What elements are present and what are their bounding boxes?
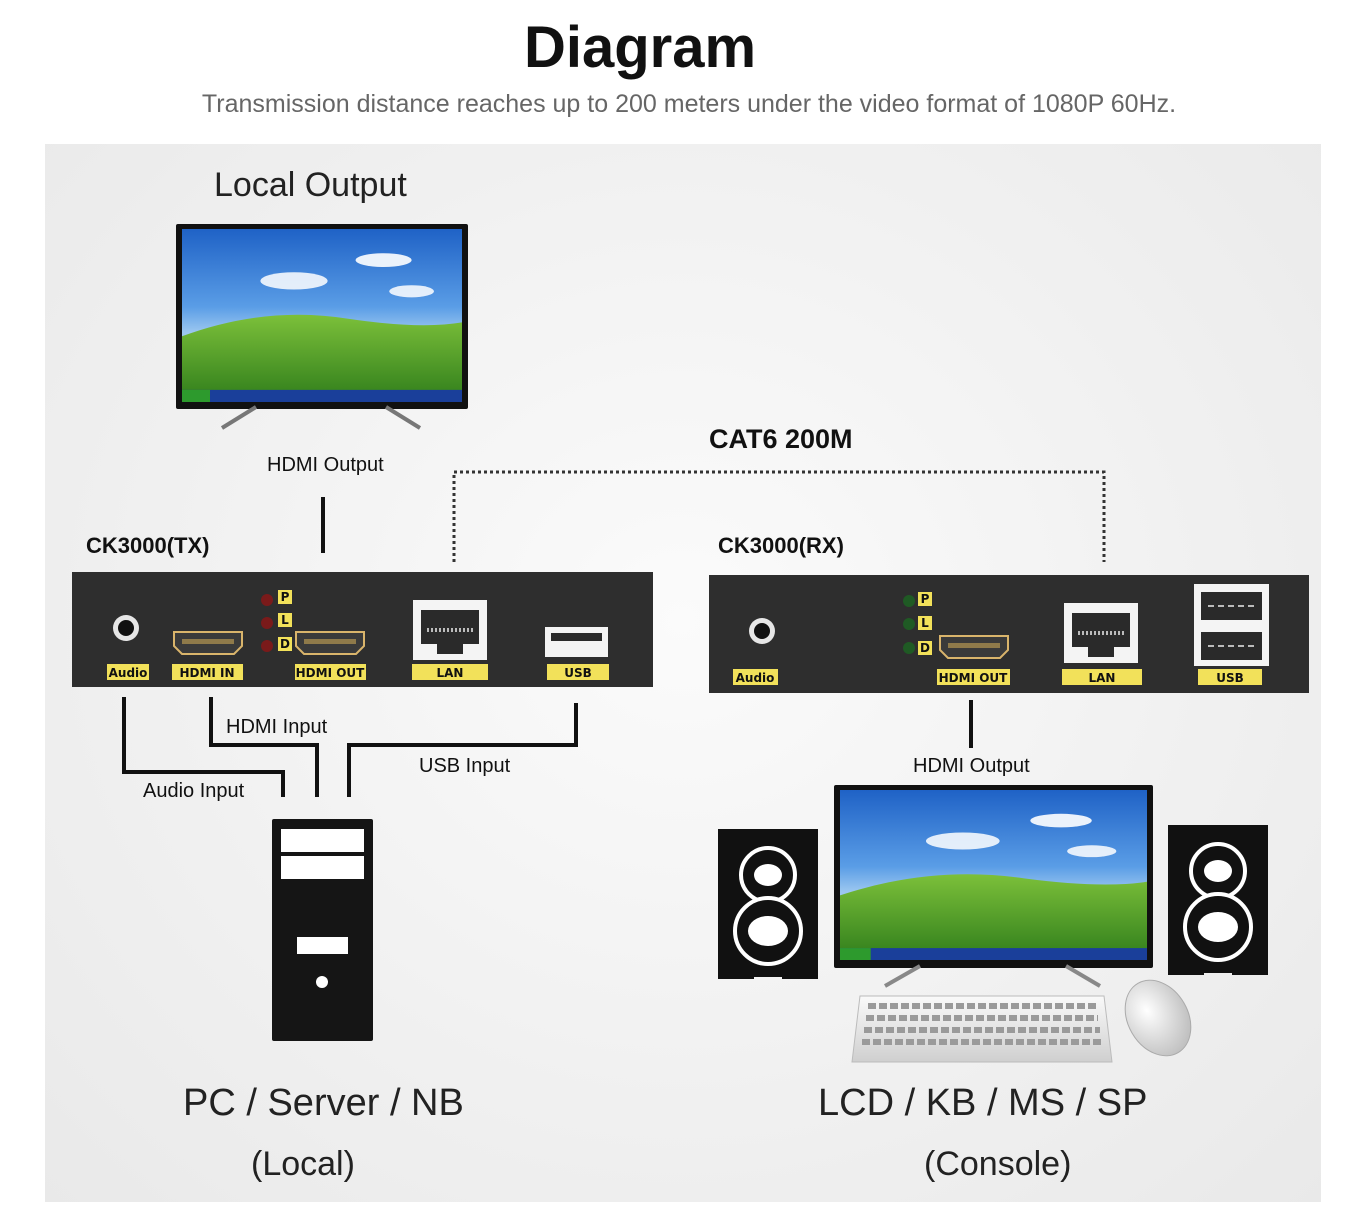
hdmi-input-label: HDMI Input — [226, 716, 328, 738]
cable-label: CAT6 200M — [709, 424, 853, 454]
rx-hdmi-out-label: HDMI OUT — [939, 671, 1009, 685]
pc-label: PC / Server / NB — [183, 1082, 464, 1124]
mouse — [1124, 979, 1192, 1057]
page-title: Diagram — [523, 15, 757, 80]
tx-device — [72, 572, 653, 687]
keyboard — [851, 995, 1113, 1063]
tx-usb-label: USB — [564, 666, 592, 680]
rx-led-p: P — [921, 592, 930, 606]
rx-usb-label: USB — [1216, 671, 1244, 685]
rx-port-labels: Audio HDMI OUT LAN USB P L D — [733, 592, 1262, 685]
rx-device-name: CK3000(RX) — [718, 533, 844, 558]
hdmi-output-rx-label: HDMI Output — [913, 755, 1030, 777]
page-subtitle: Transmission distance reaches up to 200 … — [201, 90, 1177, 118]
local-tv — [176, 224, 468, 430]
tx-lan-label: LAN — [437, 666, 464, 680]
hdmi-output-top-label: HDMI Output — [267, 454, 384, 476]
rx-led-l: L — [921, 616, 929, 630]
rx-led-d: D — [920, 641, 930, 655]
console-label: LCD / KB / MS / SP — [818, 1082, 1148, 1124]
rx-audio-label: Audio — [736, 671, 775, 685]
usb-input-label: USB Input — [419, 755, 511, 777]
audio-input-label: Audio Input — [143, 780, 245, 802]
pc-tower — [272, 819, 373, 1041]
console-monitor — [834, 785, 1153, 988]
speaker-right — [1166, 823, 1270, 977]
tx-led-d: D — [280, 637, 290, 651]
tx-led-p: P — [281, 590, 290, 604]
tx-hdmi-in-label: HDMI IN — [179, 666, 234, 680]
tx-input-lines — [122, 697, 578, 797]
tx-led-l: L — [281, 613, 289, 627]
speaker-left — [716, 827, 820, 981]
tx-port-labels: Audio HDMI IN HDMI OUT LAN USB P L D — [107, 590, 609, 680]
tx-audio-label: Audio — [109, 666, 148, 680]
tx-device-name: CK3000(TX) — [86, 533, 210, 558]
rx-lan-label: LAN — [1089, 671, 1116, 685]
pc-sublabel: (Local) — [251, 1145, 355, 1183]
console-sublabel: (Console) — [924, 1145, 1072, 1183]
cat6-cable — [452, 470, 1106, 562]
tx-hdmi-out-label: HDMI OUT — [296, 666, 366, 680]
local-output-label: Local Output — [214, 166, 407, 204]
